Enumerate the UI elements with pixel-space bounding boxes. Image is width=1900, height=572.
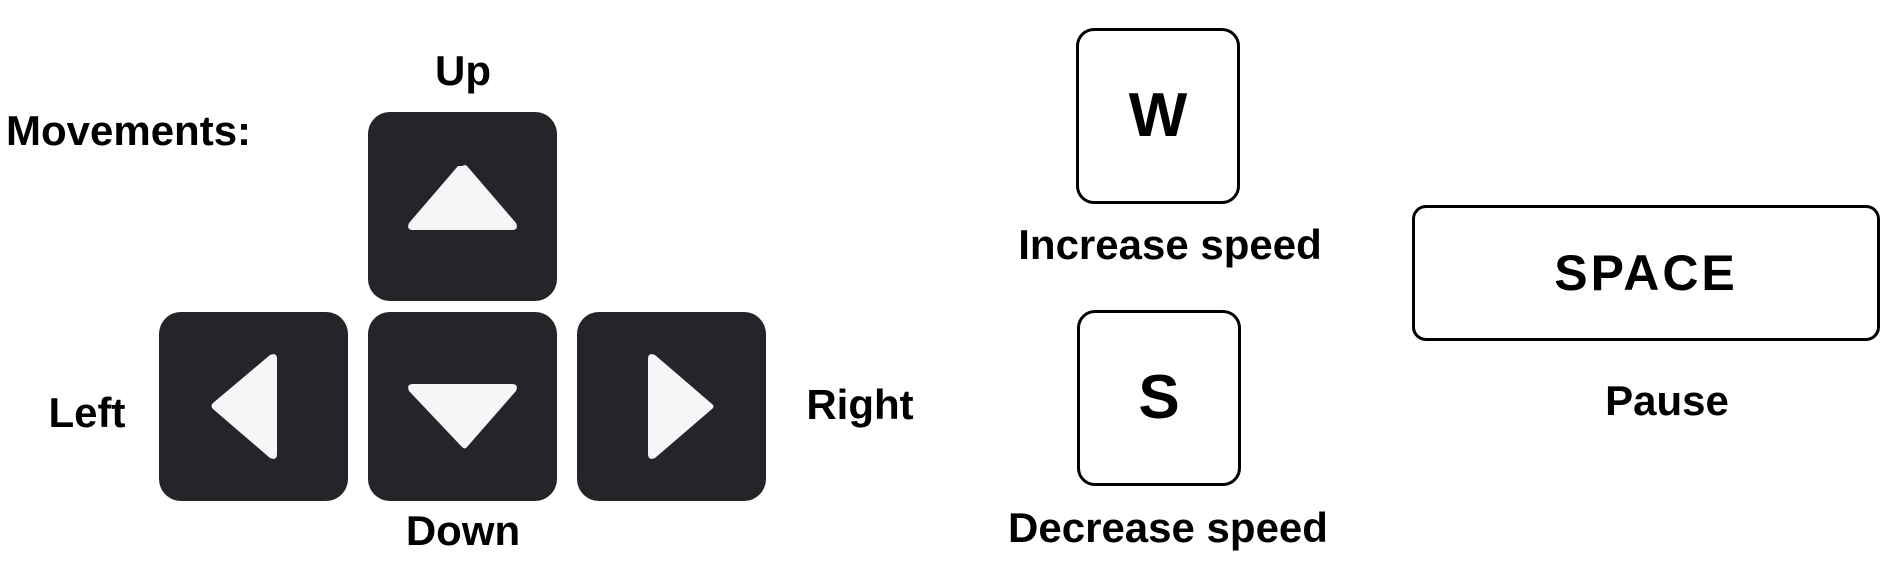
space-key[interactable]: SPACE — [1412, 205, 1880, 341]
left-label: Left — [48, 389, 126, 436]
up-arrow-key[interactable] — [368, 112, 557, 301]
right-label: Right — [806, 381, 914, 428]
movements-heading: Movements: — [6, 107, 252, 154]
left-arrow-key[interactable] — [159, 312, 348, 501]
arrow-right-icon — [648, 354, 714, 459]
arrow-down-icon — [408, 384, 517, 449]
decrease-speed-label: Decrease speed — [1008, 504, 1328, 551]
arrow-left-icon — [211, 354, 277, 459]
right-arrow-key[interactable] — [577, 312, 766, 501]
pause-label: Pause — [1605, 377, 1729, 424]
arrow-up-icon — [408, 165, 517, 230]
increase-speed-label: Increase speed — [1018, 221, 1322, 268]
w-key[interactable]: W — [1076, 28, 1240, 204]
s-key-label: S — [1138, 363, 1180, 432]
s-key[interactable]: S — [1077, 310, 1241, 486]
space-key-label: SPACE — [1554, 245, 1738, 301]
down-label: Down — [405, 507, 521, 554]
down-arrow-key[interactable] — [368, 312, 557, 501]
w-key-label: W — [1128, 81, 1188, 150]
up-label: Up — [435, 47, 491, 94]
